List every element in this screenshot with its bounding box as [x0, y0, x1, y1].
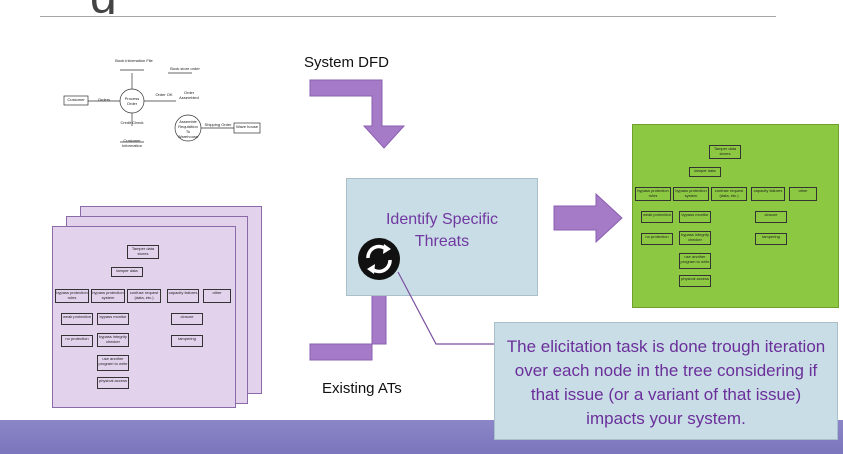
green-tree-root-node: Tamper data stores [709, 145, 741, 159]
dfd-customer-node [63, 95, 89, 106]
green-tree-l3-node: bypass integrity checker [679, 231, 711, 245]
tree-l3-node: tampering [171, 335, 203, 347]
green-tree-l3-node: physical access [679, 275, 711, 287]
dfd-to-center-arrow [309, 79, 406, 149]
dfd-order-assembled: Order Assembled [179, 90, 199, 100]
green-tree-l2-node: bypass protection system [673, 187, 709, 201]
tree-l3-node: bypass monitor [97, 313, 129, 325]
dfd-customer: Customer [67, 97, 85, 102]
dfd-book-store: Book store order [170, 66, 200, 71]
attack-tree-page-front: Tamper data stores tamper data bypass pr… [52, 226, 236, 408]
identify-threats-text: Identify Specific Threats [347, 209, 537, 253]
dfd-assemble: Assemble Requisition To Warehouse [177, 119, 199, 139]
dfd-orders: Orders [97, 97, 111, 102]
tree-l3-node: physical access [97, 377, 129, 389]
dfd-customer-info: Customer Information [121, 138, 142, 148]
dfd-svg [63, 69, 261, 143]
green-tree-l3-node: no protection [641, 233, 673, 245]
tree-l2-node: confuse request (data, etc.) [127, 289, 161, 303]
tree-root-node: Tamper data stores [127, 245, 159, 259]
dfd-wave-house: Wave house [235, 124, 259, 129]
tree-l2-node: bypass protection rules [55, 289, 89, 303]
tree-l2-node: bypass protection system [91, 289, 125, 303]
dfd-book-info: Book information File [115, 58, 153, 63]
dfd-shipping-order: Shipping Order [204, 122, 232, 127]
tree-l2-node: other [203, 289, 231, 303]
identify-threats-line2: Threats [414, 233, 470, 250]
green-tree-l3-node: bypass monitor [679, 211, 711, 223]
dfd-credit-check: Credit Check [120, 120, 144, 125]
green-tree-l3-node: use another program to write [679, 253, 711, 269]
callout-connector [397, 271, 494, 345]
green-tree-l3-node: weak protection [641, 211, 673, 223]
tree-l3-node: no protection [61, 335, 93, 347]
green-tree-l2-node: bypass protection rules [635, 187, 671, 201]
tree-l1-node: tamper data [111, 267, 143, 277]
center-to-result-arrow [553, 192, 623, 244]
green-tree-l2-node: confuse request (data, etc.) [711, 187, 747, 201]
slide-title-text: g [90, 0, 117, 14]
dfd-warehouse-node [233, 122, 261, 134]
tree-l3-node: bypass integrity checker [97, 333, 129, 347]
green-tree-l1-node: tamper data [689, 167, 721, 177]
elicitation-note-text: The elicitation task is done trough iter… [506, 337, 826, 428]
elicitation-note-box: The elicitation task is done trough iter… [494, 322, 838, 440]
dfd-order-ok: Order OK [155, 92, 173, 97]
dfd-process-order: Process Order [124, 96, 140, 106]
green-tree-l2-node: other [789, 187, 817, 201]
tree-l3-node: weak protection [61, 313, 93, 325]
green-tree-l3-node: tampering [755, 233, 787, 245]
highlighted-attack-tree: Tamper data stores tamper data bypass pr… [632, 124, 839, 308]
iteration-cycle-icon [358, 238, 400, 280]
system-dfd-diagram: Book information File Book store order C… [58, 56, 268, 156]
identify-threats-line1: Identify Specific [385, 211, 499, 228]
slide-title-fragment: g [40, 0, 130, 14]
green-tree-l3-node: closure [755, 211, 787, 223]
existing-ats-label: Existing ATs [322, 380, 402, 397]
tree-l3-node: use another program to write [97, 355, 129, 371]
tree-l3-node: closure [171, 313, 203, 325]
green-tree-l2-node: capacity failures [751, 187, 785, 201]
tree-l2-node: capacity failures [167, 289, 199, 303]
system-dfd-label: System DFD [304, 54, 390, 71]
title-divider [40, 16, 776, 17]
